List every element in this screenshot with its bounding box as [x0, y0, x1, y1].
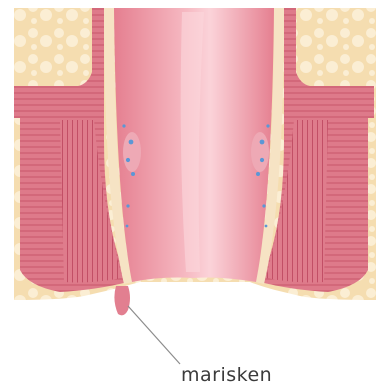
- skin-tag: [114, 286, 130, 315]
- marisken-label: marisken: [181, 364, 272, 386]
- label-leader-line: [128, 306, 180, 364]
